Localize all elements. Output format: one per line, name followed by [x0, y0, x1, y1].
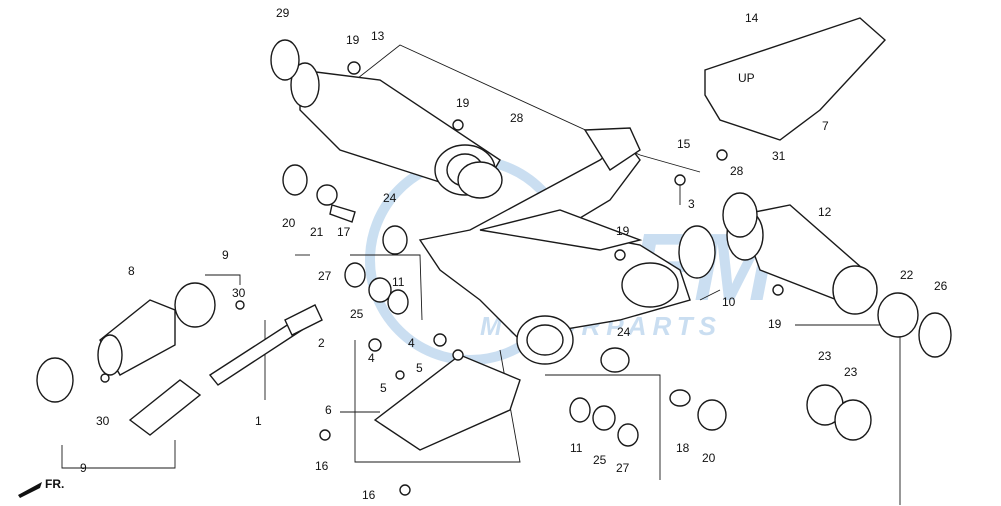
boot [97, 299, 176, 376]
label-part-14: 14 [745, 11, 759, 25]
label-part-16b: 16 [362, 488, 376, 502]
label-part-27a: 27 [318, 269, 332, 283]
part-labels: 1 2 3 4 4 5 5 6 7 8 9 9 10 11 11 12 13 1… [80, 6, 948, 502]
label-part-8: 8 [128, 264, 135, 278]
label-part-21: 21 [310, 225, 324, 239]
label-part-2: 2 [318, 336, 325, 350]
label-part-7: 7 [822, 119, 829, 133]
front-arrow-icon [18, 482, 42, 498]
label-part-9a: 9 [222, 248, 229, 262]
drive-shaft [208, 304, 323, 386]
label-part-18: 18 [676, 441, 690, 455]
label-part-11a: 11 [392, 275, 405, 289]
label-part-28a: 28 [510, 111, 524, 125]
swingarm-guard: UP [704, 17, 887, 141]
label-part-11b: 11 [570, 441, 583, 455]
label-part-6: 6 [325, 403, 332, 417]
label-part-5a: 5 [416, 361, 423, 375]
label-part-4a: 4 [408, 336, 415, 350]
front-direction-indicator: FR. [18, 477, 64, 498]
label-part-10: 10 [722, 295, 736, 309]
swingarm-body [418, 127, 691, 365]
label-part-24a: 24 [383, 191, 397, 205]
band-part-rear [174, 282, 216, 328]
label-part-27b: 27 [616, 461, 630, 475]
label-part-20b: 20 [702, 451, 716, 465]
label-part-25a: 25 [350, 307, 364, 321]
label-part-28b: 28 [730, 164, 744, 178]
label-part-30b: 30 [96, 414, 110, 428]
label-part-19a: 19 [346, 33, 360, 47]
label-part-19c: 19 [616, 224, 630, 238]
label-part-25b: 25 [593, 453, 607, 467]
label-part-5b: 5 [380, 381, 387, 395]
label-part-17: 17 [337, 225, 351, 239]
guard-marking: UP [738, 71, 755, 85]
small-parts [100, 39, 952, 496]
label-part-30a: 30 [232, 286, 246, 300]
label-part-16a: 16 [315, 459, 329, 473]
universal-joint [128, 379, 202, 436]
label-part-23b: 23 [844, 365, 858, 379]
label-part-31: 31 [772, 149, 786, 163]
label-part-19b: 19 [456, 96, 470, 110]
label-part-24b: 24 [617, 325, 631, 339]
label-part-23a: 23 [818, 349, 832, 363]
label-part-4b: 4 [368, 351, 375, 365]
label-part-1: 1 [255, 414, 262, 428]
label-part-12: 12 [818, 205, 832, 219]
skid-plate [373, 354, 521, 451]
label-part-19d: 19 [768, 317, 782, 331]
band-part-front [36, 357, 74, 403]
front-direction-label: FR. [45, 477, 64, 491]
label-part-22: 22 [900, 268, 914, 282]
label-part-9b: 9 [80, 461, 87, 475]
label-part-15: 15 [677, 137, 691, 151]
label-part-13: 13 [371, 29, 385, 43]
label-part-29: 29 [276, 6, 290, 20]
label-part-26: 26 [934, 279, 948, 293]
label-part-3: 3 [688, 197, 695, 211]
label-part-20a: 20 [282, 216, 296, 230]
